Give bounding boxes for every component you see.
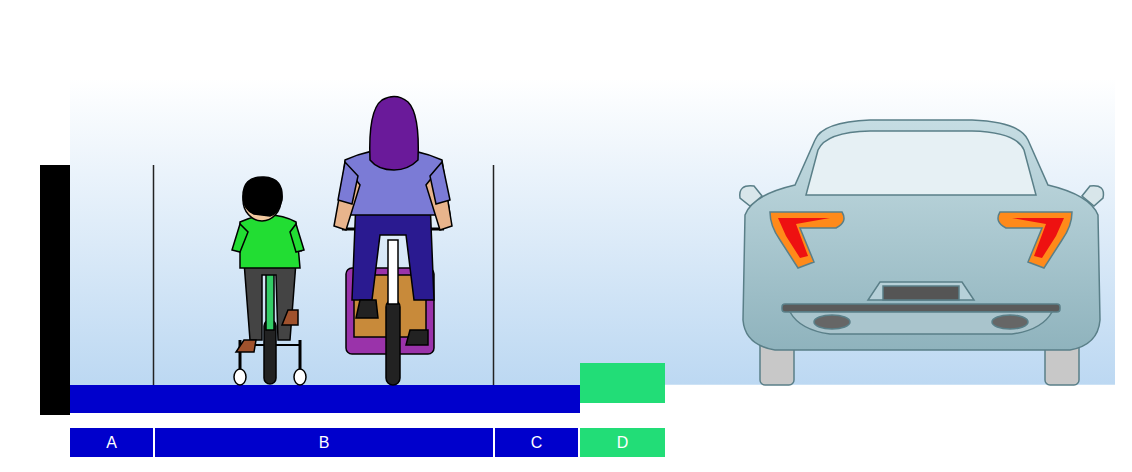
zone-divider xyxy=(153,165,155,413)
car-rear-view xyxy=(740,120,1104,385)
zone-divider xyxy=(493,165,495,413)
zone-letter: C xyxy=(531,435,543,451)
child-cyclist xyxy=(232,177,306,385)
adult-cyclist-with-trailer xyxy=(334,96,452,385)
zone-band: B xyxy=(155,428,493,457)
zone-band: D xyxy=(580,428,665,457)
zone-letter: A xyxy=(106,435,117,451)
zone-band: A xyxy=(70,428,153,457)
path-surface xyxy=(70,385,580,413)
sky-background xyxy=(70,78,1115,386)
zone-band: C xyxy=(495,428,578,457)
verge-strip xyxy=(580,363,665,403)
zone-letter: D xyxy=(617,435,629,451)
zone-letter: B xyxy=(319,435,330,451)
wall xyxy=(40,165,70,415)
